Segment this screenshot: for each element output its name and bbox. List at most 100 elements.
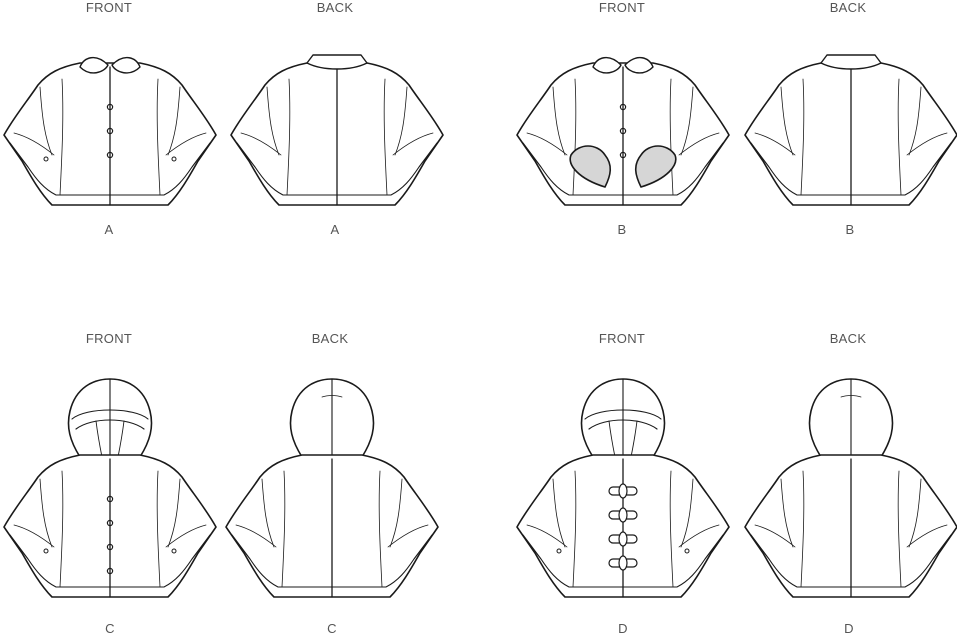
right-dart-line — [168, 479, 180, 547]
left-dart-line — [262, 479, 274, 547]
left-sleeve-fold — [527, 133, 567, 155]
button-3 — [107, 152, 112, 157]
collar-right — [112, 58, 140, 73]
button-1 — [620, 104, 625, 109]
view-label-d-front: FRONT — [598, 331, 646, 346]
left-sleeve-fold — [755, 133, 795, 155]
button-4 — [107, 568, 112, 573]
left-dart-line — [781, 87, 793, 155]
view-label-a-front: FRONT — [85, 0, 133, 15]
left-panel-seam — [282, 471, 285, 587]
button-3 — [620, 152, 625, 157]
left-panel-seam — [60, 471, 63, 587]
view-d-back-drawing — [741, 377, 957, 612]
left-dart-line — [553, 87, 565, 155]
view-b-back-drawing — [741, 55, 957, 220]
left-panel-seam — [573, 471, 576, 587]
right-panel-seam — [670, 471, 673, 587]
left-dart-line — [40, 87, 52, 155]
button-2 — [620, 128, 625, 133]
left-panel-seam — [801, 79, 804, 195]
right-sleeve-fold — [907, 133, 947, 155]
view-d-front-drawing — [513, 377, 733, 612]
left-sleeve-fold — [527, 525, 567, 547]
view-label-c-back: BACK — [311, 331, 349, 346]
right-sleeve-fold — [388, 525, 428, 547]
right-sleeve-fold — [907, 525, 947, 547]
letter-label-a-front: A — [104, 222, 114, 237]
left-panel-seam — [801, 471, 804, 587]
pocket-mark-left — [44, 549, 48, 553]
right-dart-line — [395, 87, 407, 155]
toggle-peg-1 — [619, 484, 627, 498]
left-dart-line — [40, 479, 52, 547]
button-3 — [107, 544, 112, 549]
toggle-peg-3 — [619, 532, 627, 546]
left-sleeve-fold — [14, 133, 54, 155]
right-dart-line — [390, 479, 402, 547]
view-a-back-drawing — [227, 55, 447, 220]
toggle-peg-4 — [619, 556, 627, 570]
button-1 — [107, 496, 112, 501]
right-dart-line — [909, 87, 921, 155]
left-panel-seam — [573, 79, 576, 195]
right-panel-seam — [898, 79, 901, 195]
right-sleeve-fold — [393, 133, 433, 155]
left-panel-seam — [60, 79, 63, 195]
right-panel-seam — [384, 79, 387, 195]
left-dart-line — [553, 479, 565, 547]
pocket-mark-left — [557, 549, 561, 553]
collar-left — [80, 58, 108, 73]
left-sleeve-fold — [14, 525, 54, 547]
right-dart-line — [681, 479, 693, 547]
left-sleeve-fold — [241, 133, 281, 155]
heart-pocket-left — [570, 146, 610, 187]
view-c-back-drawing — [222, 377, 442, 612]
collar-back — [821, 55, 881, 69]
view-label-a-back: BACK — [316, 0, 354, 15]
button-1 — [107, 104, 112, 109]
right-dart-line — [909, 479, 921, 547]
left-sleeve-fold — [236, 525, 276, 547]
left-dart-line — [267, 87, 279, 155]
left-dart-line — [781, 479, 793, 547]
right-sleeve-fold — [166, 525, 206, 547]
collar-left — [593, 58, 621, 73]
hood-top-dart — [841, 396, 861, 398]
view-b-front-drawing — [513, 55, 733, 220]
letter-label-c-back: C — [327, 621, 337, 636]
right-panel-seam — [157, 79, 160, 195]
pocket-mark-right — [172, 157, 176, 161]
collar-back — [307, 55, 367, 69]
pocket-mark-right — [172, 549, 176, 553]
left-panel-seam — [287, 79, 290, 195]
view-c-front-drawing — [0, 377, 220, 612]
right-panel-seam — [670, 79, 673, 195]
left-sleeve-fold — [755, 525, 795, 547]
collar-right — [625, 58, 653, 73]
view-label-d-back: BACK — [829, 331, 867, 346]
letter-label-b-front: B — [617, 222, 627, 237]
heart-pocket-right — [636, 146, 676, 187]
view-a-front-drawing — [0, 55, 220, 220]
view-label-c-front: FRONT — [85, 331, 133, 346]
letter-label-a-back: A — [330, 222, 340, 237]
letter-label-d-back: D — [844, 621, 854, 636]
letter-label-c-front: C — [105, 621, 115, 636]
pocket-mark-left — [44, 157, 48, 161]
toggle-peg-2 — [619, 508, 627, 522]
button-2 — [107, 520, 112, 525]
letter-label-d-front: D — [618, 621, 628, 636]
right-dart-line — [168, 87, 180, 155]
letter-label-b-back: B — [845, 222, 855, 237]
pocket-mark-right — [685, 549, 689, 553]
right-dart-line — [681, 87, 693, 155]
right-sleeve-fold — [166, 133, 206, 155]
view-label-b-front: FRONT — [598, 0, 646, 15]
hood-top-dart — [322, 396, 342, 398]
right-panel-seam — [157, 471, 160, 587]
view-label-b-back: BACK — [829, 0, 867, 15]
right-panel-seam — [898, 471, 901, 587]
right-sleeve-fold — [679, 133, 719, 155]
button-2 — [107, 128, 112, 133]
